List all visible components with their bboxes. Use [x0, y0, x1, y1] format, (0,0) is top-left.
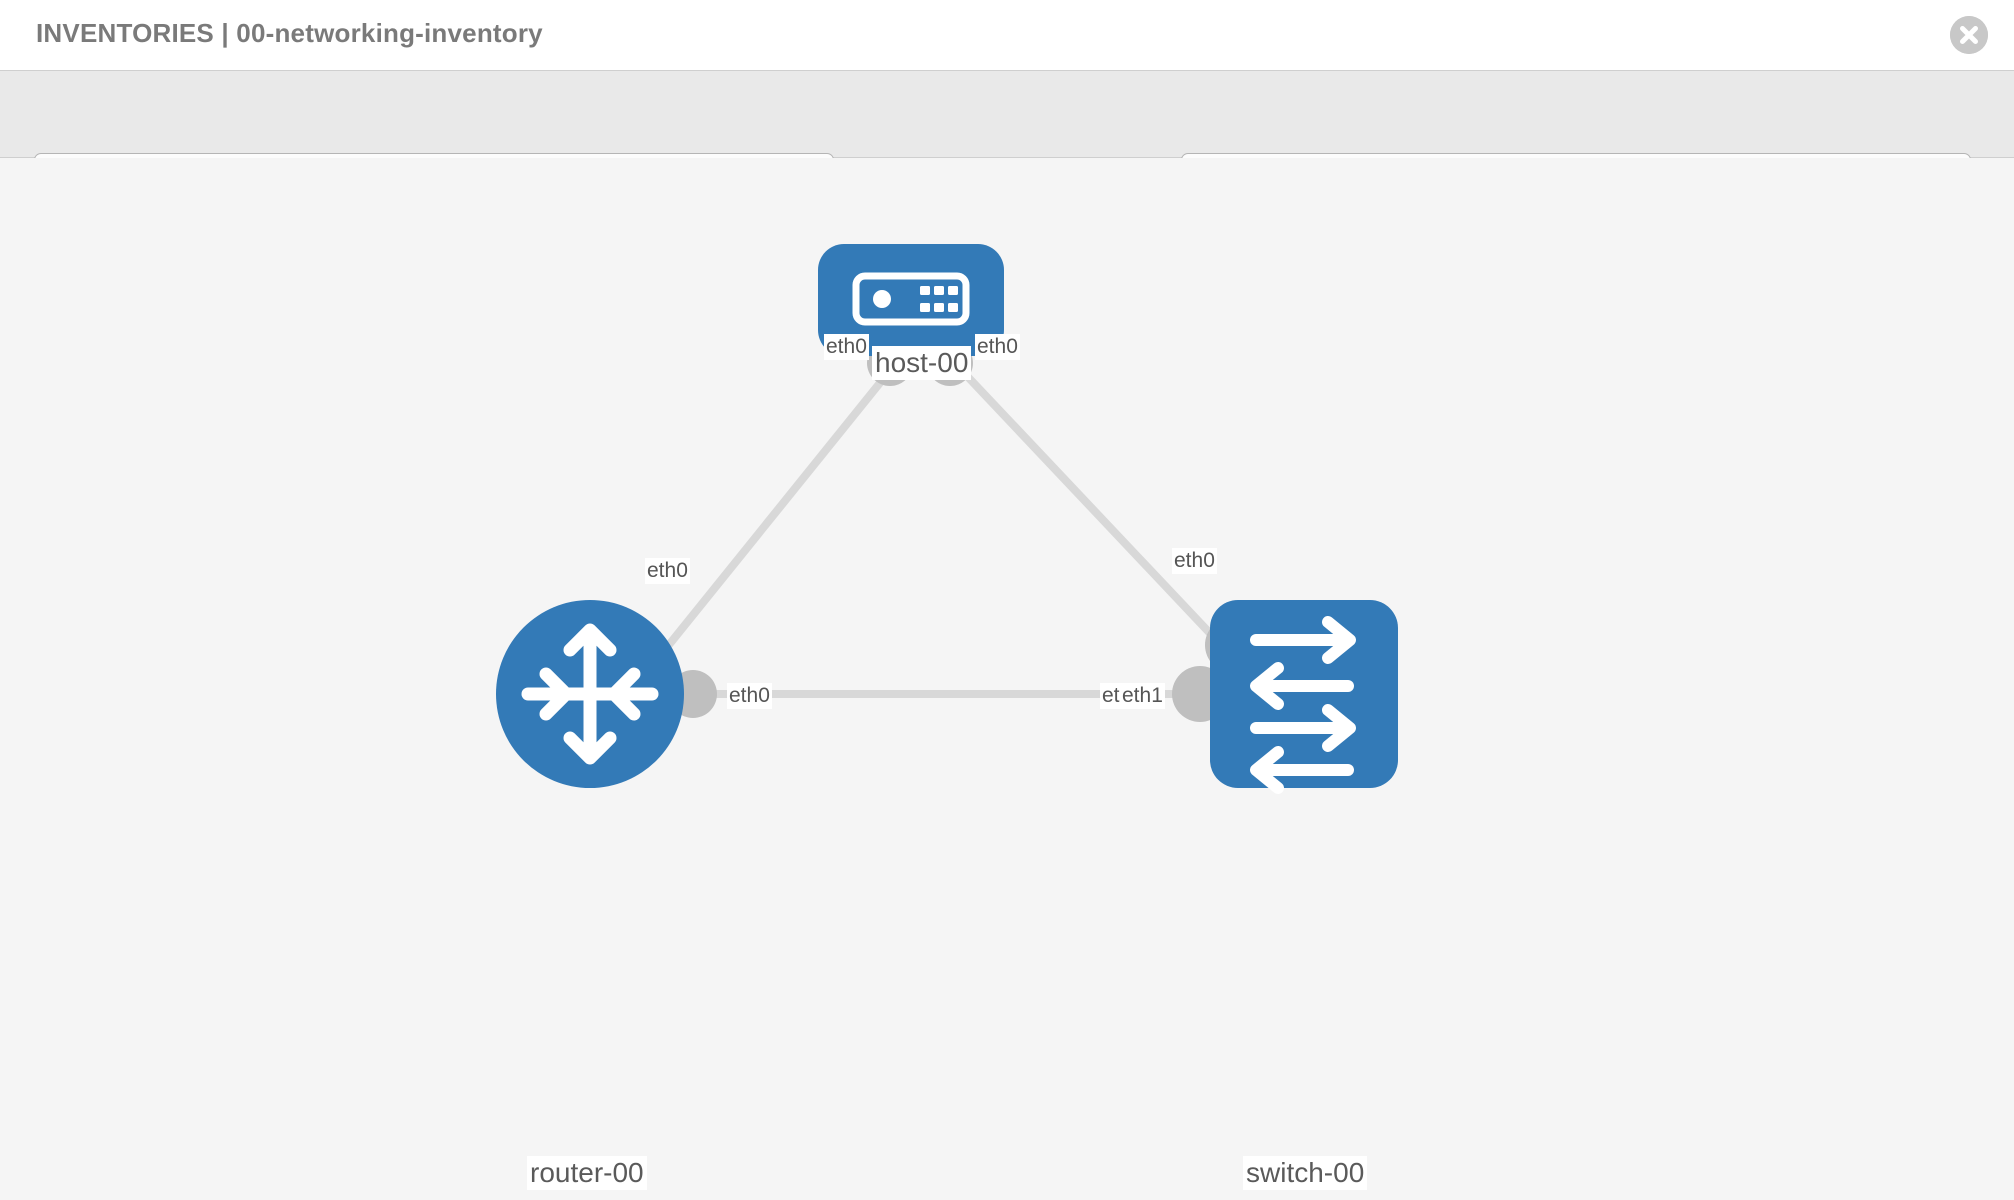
topology-graph [496, 244, 1398, 794]
node-host-00 [818, 244, 1004, 356]
page-title: INVENTORIES | 00-networking-inventory [36, 18, 543, 48]
edge-label: eth0 [645, 558, 690, 584]
host-icon [852, 272, 970, 326]
node-router-00 [496, 600, 684, 788]
switch-node-shape [1210, 600, 1398, 788]
edge-label: eth0 [1172, 548, 1217, 574]
node-label-switch: switch-00 [1243, 1156, 1368, 1190]
node-switch-00 [1210, 600, 1398, 794]
graph-edges [606, 355, 1293, 721]
topology-canvas[interactable]: eth0 eth0 eth0 eth0 eth0 eth eth1 host-0… [0, 158, 2014, 1200]
node-label-host: host-00 [872, 346, 972, 380]
page-header: INVENTORIES | 00-networking-inventory [0, 0, 2014, 70]
node-label-router: router-00 [527, 1156, 647, 1190]
host-node-shape [818, 244, 1004, 356]
switch-icon [1250, 616, 1356, 794]
edge-label: eth0 [975, 334, 1020, 360]
edge-label: eth0 [824, 334, 869, 360]
edge-label: eth0 [727, 683, 772, 709]
edge-label: eth1 [1120, 683, 1165, 709]
router-icon [521, 623, 659, 765]
toolbar: ACTIONS SEARCH [0, 70, 2014, 205]
close-icon[interactable] [1950, 16, 1988, 54]
